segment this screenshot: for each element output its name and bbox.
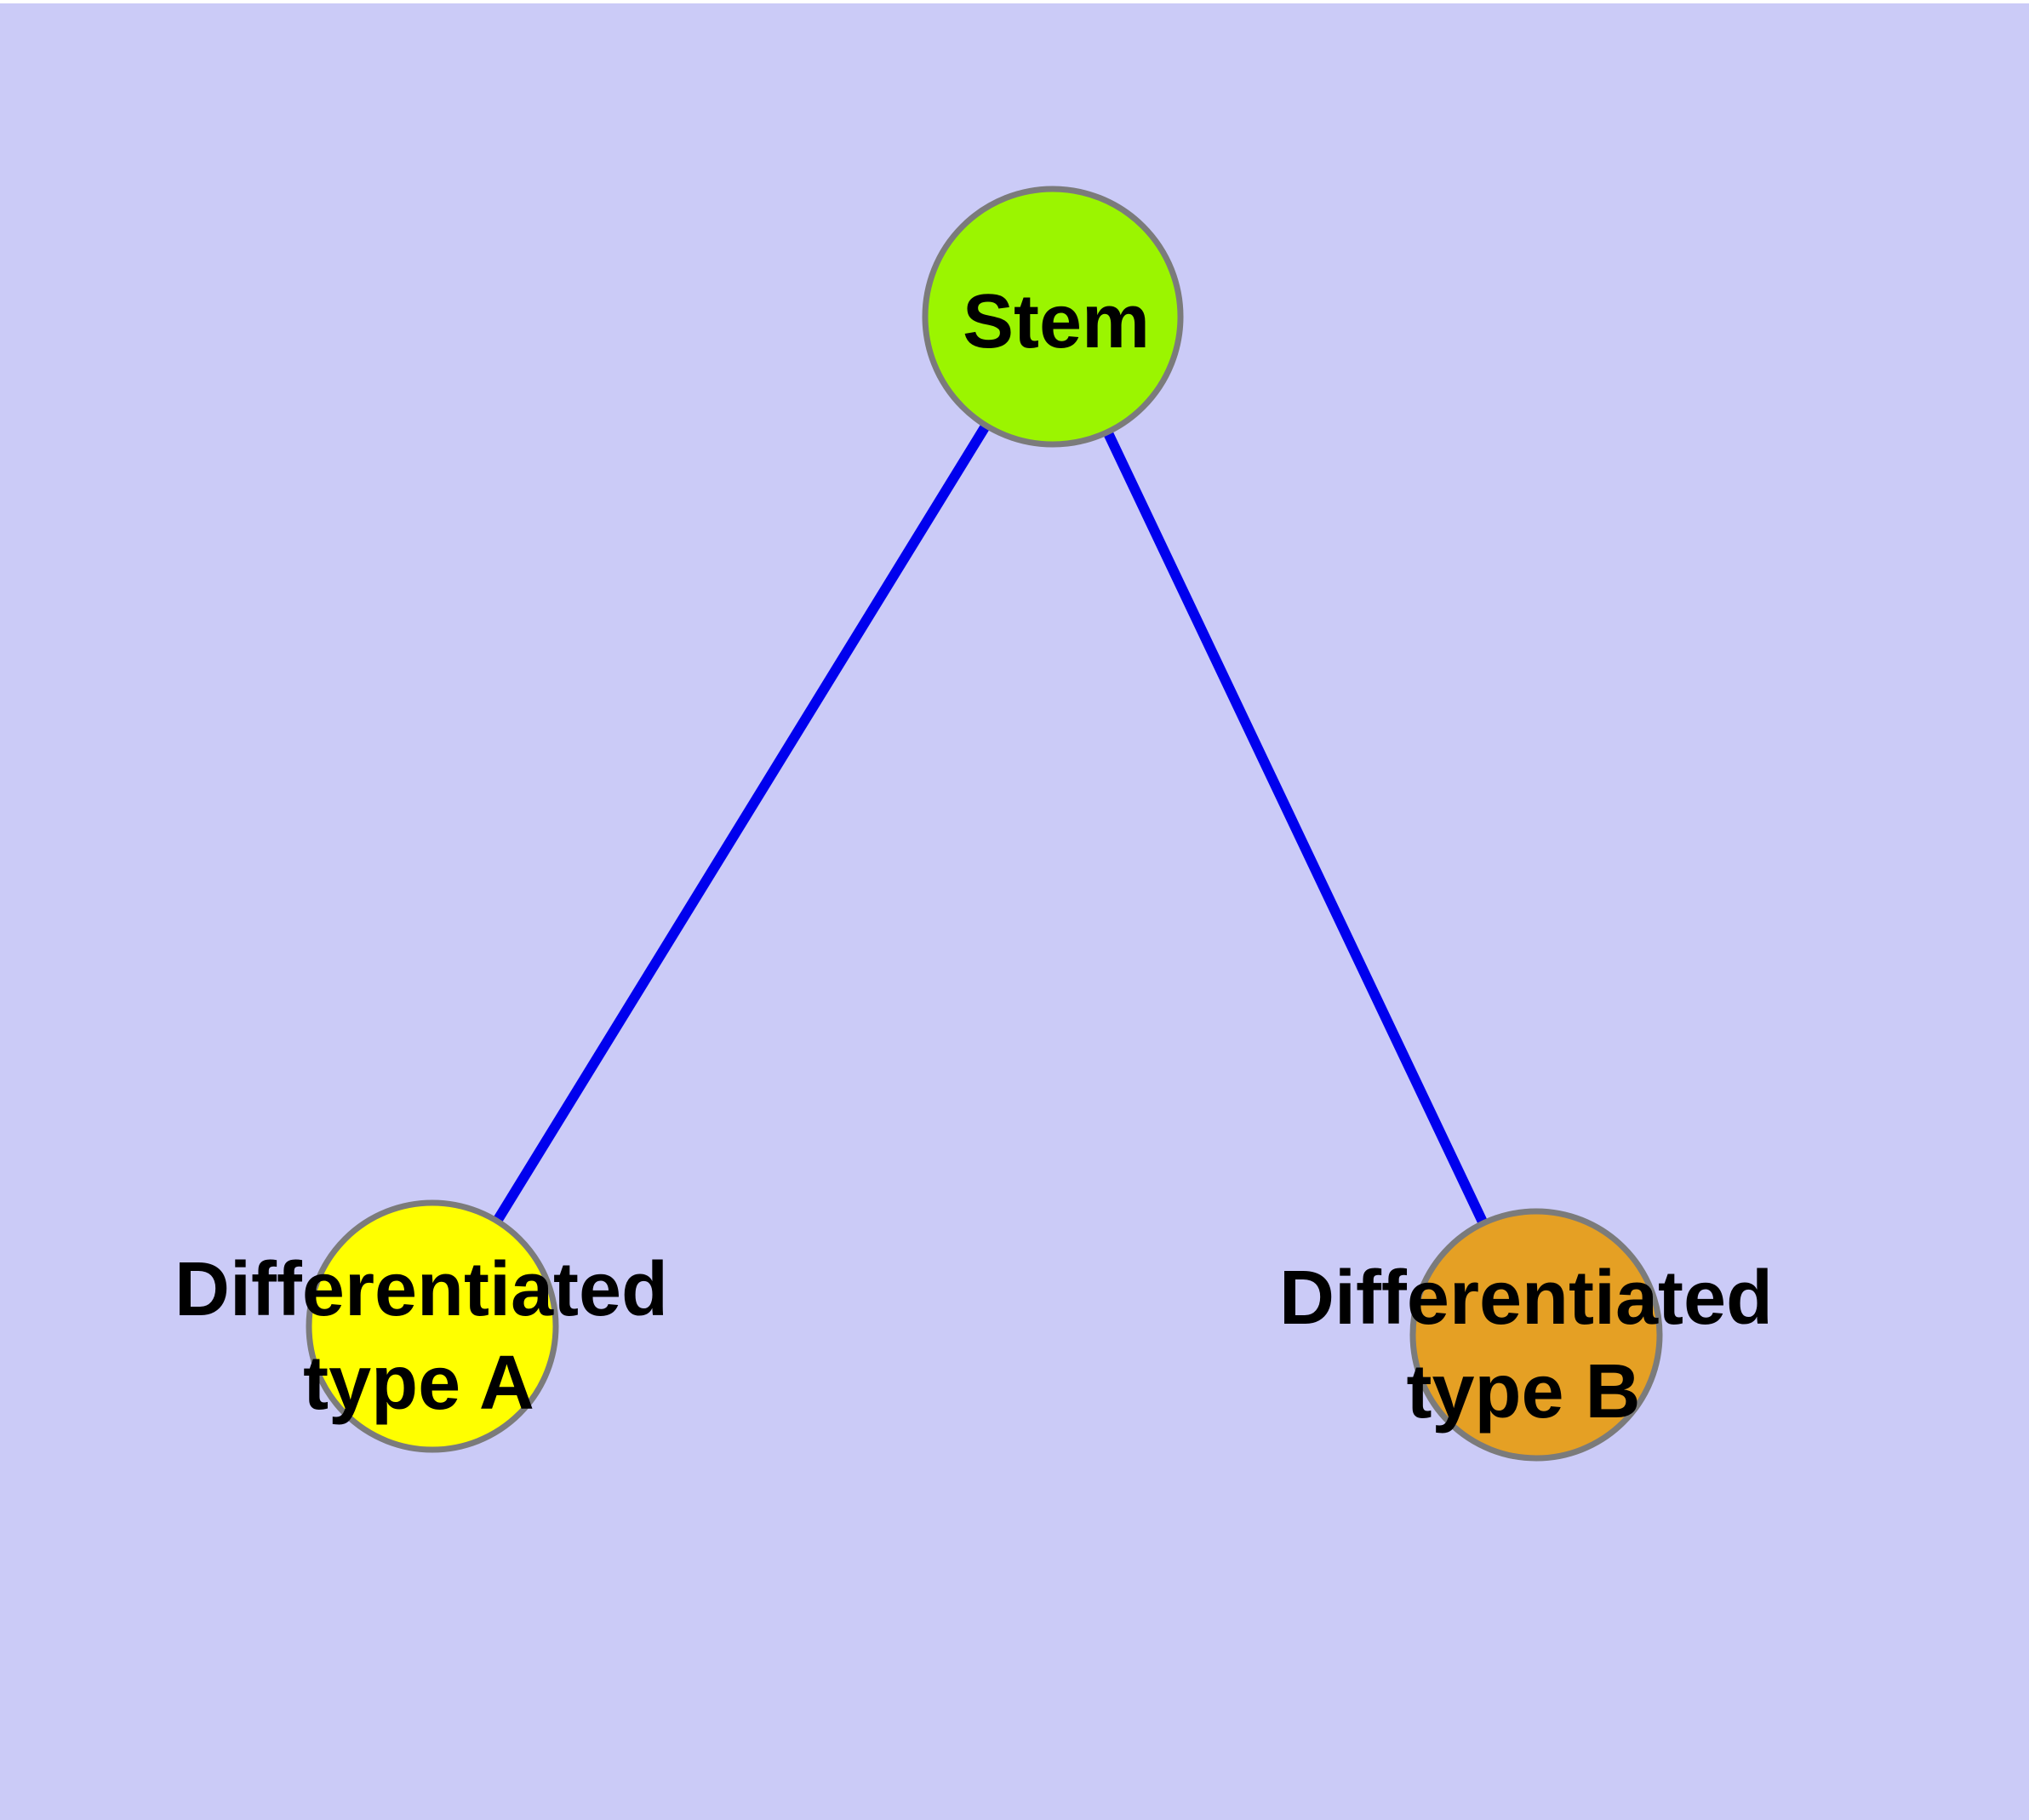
- node-type-a-label-line1: Differentiated: [174, 1247, 668, 1332]
- node-type-a-label-line2: type A: [303, 1341, 534, 1426]
- node-type-a-circle: [306, 1199, 559, 1453]
- node-type-b-label-line2: type B: [1406, 1349, 1640, 1434]
- edge-stem-to-type-b: [1048, 314, 1541, 1337]
- node-type-b-label-line1: Differentiated: [1279, 1256, 1773, 1341]
- node-stem-label: Stem: [963, 279, 1150, 364]
- node-type-b-circle: [1409, 1208, 1663, 1462]
- edge-stem-to-type-a: [427, 313, 1058, 1330]
- node-stem-circle: [922, 186, 1184, 448]
